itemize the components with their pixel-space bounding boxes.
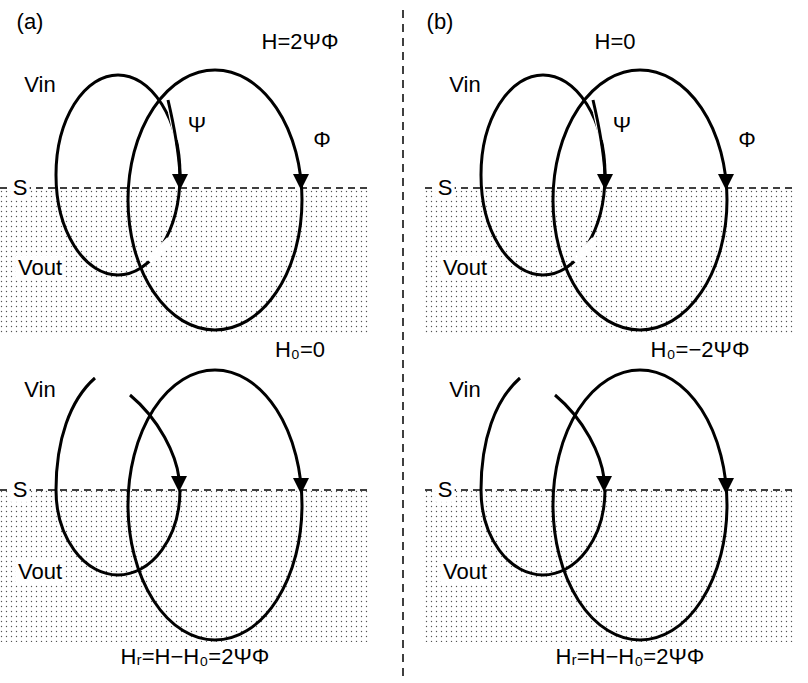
volume-label: Vout [441,256,489,280]
relative-helicity-formula: Hᵣ=H−H₀=2ΨΦ [554,645,707,669]
helicity-formula: H₀=−2ΨΦ [649,338,752,362]
volume-label: Vout [16,560,64,584]
surface-label: S [11,478,30,502]
panel-tag: (b) [425,10,456,34]
surface-label: S [436,176,455,200]
surface-label: S [11,176,30,200]
helicity-formula: H₀=0 [273,338,327,362]
flux-symbol: Φ [736,128,758,152]
flux-symbol: Φ [311,128,333,152]
relative-helicity-formula: Hᵣ=H−H₀=2ΨΦ [119,645,272,669]
helicity-formula: H=0 [593,30,638,54]
volume-label: Vout [441,560,489,584]
helicity-formula: H=2ΨΦ [260,30,341,54]
surface-label: S [436,478,455,502]
flux-symbol: Ψ [611,113,633,137]
panel-tag: (a) [15,10,46,34]
flux-symbol: Ψ [186,113,208,137]
volume-label: Vin [22,73,57,97]
volume-label: Vin [447,73,482,97]
volume-label: Vout [16,256,64,280]
volume-label: Vin [22,378,57,402]
volume-label: Vin [447,378,482,402]
